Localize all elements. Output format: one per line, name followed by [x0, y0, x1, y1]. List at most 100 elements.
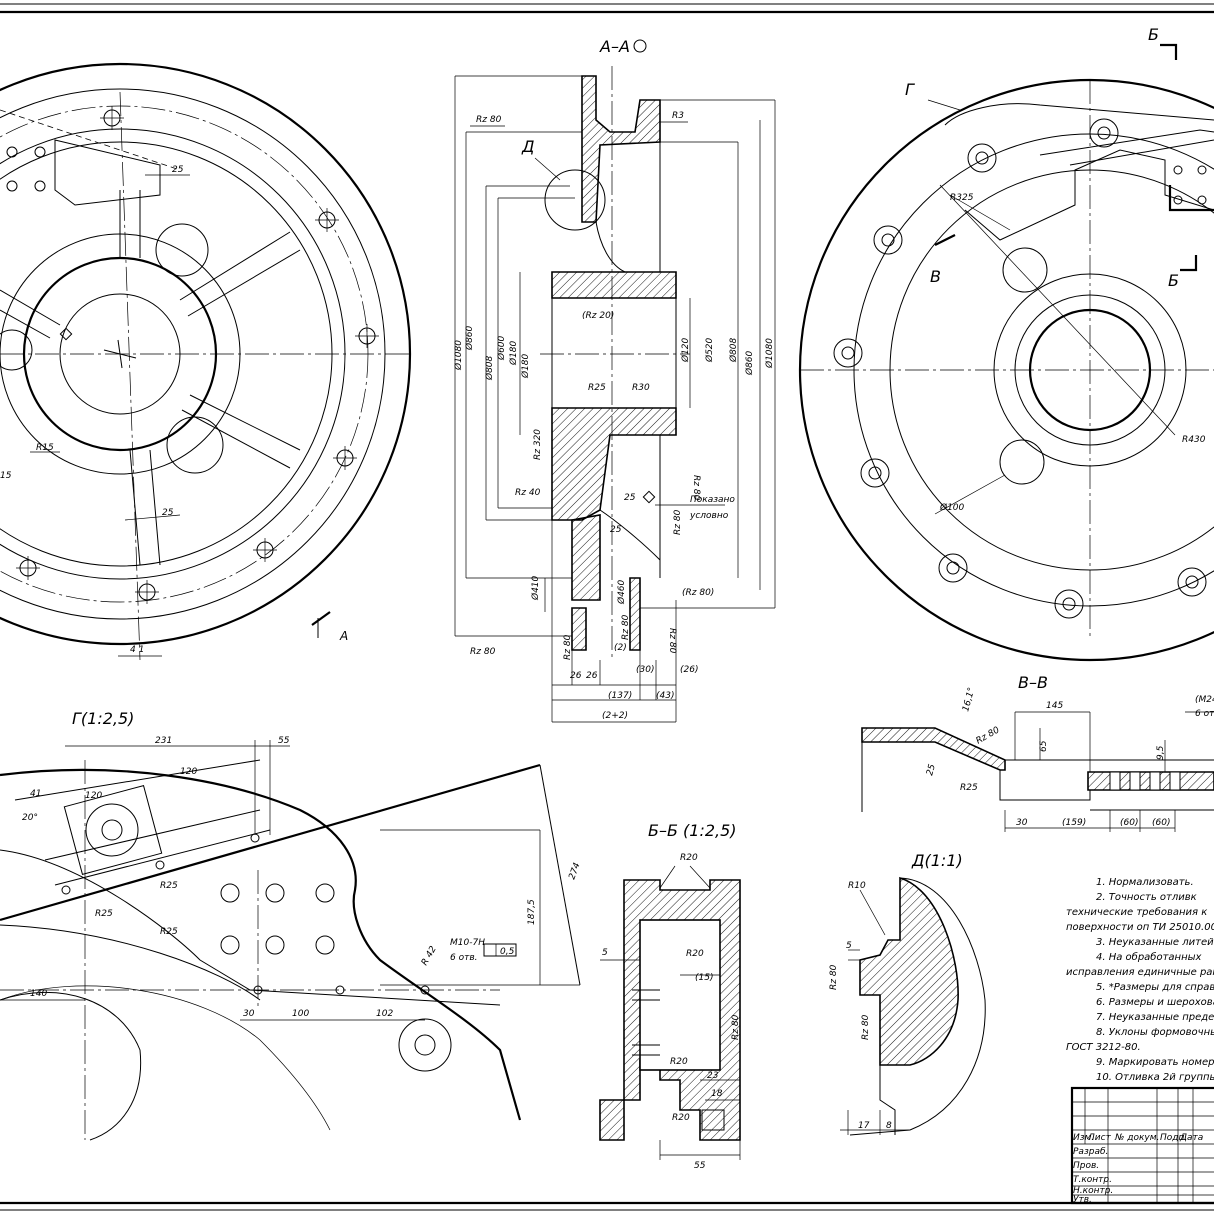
dim-text: 30	[1016, 818, 1028, 828]
dim-text: R25	[960, 783, 978, 793]
sheet-frame	[0, 3, 1214, 1211]
section-marker-a: А	[339, 629, 348, 643]
view-title-bb: Б–Б (1:2,5)	[648, 821, 737, 840]
dim-text: Ø860	[744, 350, 755, 376]
tb-row: Т.контр.	[1073, 1175, 1112, 1185]
dim-text: 120	[180, 767, 197, 777]
dim-text: 0,5	[500, 947, 515, 957]
tb-header: Дата	[1179, 1133, 1203, 1143]
note-line: ГОСТ 3212-80.	[1066, 1042, 1141, 1053]
dim-text: 26	[570, 671, 582, 681]
dim-text: R20	[672, 1113, 690, 1123]
dim-text: Rz 80	[476, 115, 502, 125]
dim-text: 17	[858, 1121, 870, 1131]
dim-text: R3	[672, 111, 684, 121]
dim-text: 25	[162, 508, 174, 518]
dim-text: (2+2)	[602, 711, 628, 721]
dim-text: Ø1080	[453, 340, 464, 371]
view-marker-g: Г	[905, 80, 915, 99]
dim-text: (Rz 20)	[582, 311, 614, 321]
dim-text: 187,5	[527, 899, 537, 925]
dim-text: 41	[30, 789, 41, 799]
dim-text: (60)	[1120, 818, 1138, 828]
right-view	[798, 43, 1214, 662]
dim-text: (M24-	[1195, 695, 1214, 705]
dim-text: 65	[1039, 740, 1049, 752]
dim-text: 6 отв.	[450, 953, 478, 963]
note-line: поверхности оп ТИ 25010.00.	[1066, 922, 1214, 933]
dim-text: Rz 80	[667, 628, 677, 654]
dim-text: 274	[567, 861, 582, 881]
dim-text: R20	[670, 1057, 688, 1067]
dim-text: Ø520	[704, 337, 715, 363]
note-line: технические требования к	[1066, 906, 1207, 918]
section-bb: Б–Б (1:2,5) R20 R20 R20 R20 5 (15) Rz 80…	[599, 821, 741, 1171]
right-view-labels: Б Б В Г R325 R430 Ø100	[905, 25, 1206, 515]
dim-text: Rz 80	[829, 964, 839, 990]
section-marker-v: В	[930, 267, 941, 286]
dim-text: 5	[602, 948, 608, 958]
note-line: исправления единичные рако	[1066, 967, 1214, 978]
dim-text: Rz 80	[621, 614, 631, 640]
dim-text: Rz 80	[563, 634, 573, 660]
dim-text: 231	[155, 736, 172, 746]
note-line: 4. На обработанных	[1096, 951, 1202, 963]
dim-text: 25	[925, 763, 938, 777]
dim-text: R20	[680, 853, 698, 863]
dim-text: (60)	[1152, 818, 1170, 828]
dim-text: Rz 320	[533, 429, 543, 460]
dim-text: 6 отв.	[1195, 709, 1214, 719]
dim-text: 23	[707, 1071, 719, 1081]
dim-text: R10	[848, 881, 866, 891]
dim-text: Rz 80	[731, 1014, 741, 1040]
detail-marker-d: Д	[521, 137, 535, 156]
dim-text: Rz 80	[470, 647, 496, 657]
dim-text: Показано	[690, 495, 735, 505]
dim-text: Rz 80	[673, 509, 683, 535]
dim-text: 100	[292, 1009, 309, 1019]
note-line: 7. Неуказанные предел	[1096, 1012, 1214, 1023]
dim-text: 4 1	[130, 645, 144, 655]
dim-text: (Rz 80)	[682, 588, 714, 598]
dim-text: R25	[160, 927, 178, 937]
dim-text: 120	[85, 791, 102, 801]
dim-text: Ø600	[496, 335, 507, 361]
tb-row: Пров.	[1073, 1161, 1099, 1171]
title-block: Изм. Лист № докум. Подп. Дата Разраб. Пр…	[1070, 1086, 1214, 1205]
note-line: 10. Отливка 2й группы	[1096, 1072, 1214, 1083]
dim-text: (2)	[614, 643, 627, 653]
dim-text: Ø100	[939, 502, 965, 513]
dim-text: 20°	[22, 813, 38, 823]
note-line: 9. Маркировать номер	[1096, 1057, 1214, 1068]
dim-text: R25	[160, 881, 178, 891]
dim-text: 18	[711, 1089, 723, 1099]
tb-header: № докум.	[1114, 1133, 1159, 1143]
dim-text: 145	[1046, 701, 1063, 711]
technical-notes: 1. Нормализовать. 2. Точность отливк тех…	[1066, 877, 1214, 1083]
dim-text: Rz 80	[975, 725, 1002, 746]
front-view-dims: 25 R15 25 4 1 15 А	[0, 165, 348, 657]
dim-text: (30)	[636, 665, 654, 675]
tb-row: Разраб.	[1073, 1147, 1108, 1157]
dim-text: R430	[1182, 435, 1206, 445]
dim-text: M10-7H	[450, 938, 485, 948]
dim-text: (137)	[608, 691, 632, 701]
dim-text: Rz 80	[861, 1014, 871, 1040]
dim-text: R20	[686, 949, 704, 959]
view-title-g: Г(1:2,5)	[72, 709, 134, 728]
dim-text: Ø410	[530, 575, 541, 601]
dim-text: 15	[0, 471, 12, 481]
note-line: 5. *Размеры для справ	[1096, 982, 1214, 993]
tb-row: Н.контр.	[1073, 1186, 1113, 1196]
dim-text: 55	[278, 736, 290, 746]
dim-text: R25	[95, 909, 113, 919]
dim-text: Ø120	[680, 337, 691, 363]
dim-text: Rz 40	[515, 488, 541, 498]
tb-header: Изм.	[1073, 1133, 1094, 1143]
dim-text: 140	[30, 989, 47, 999]
section-marker-b2: Б	[1168, 271, 1179, 290]
detail-d: Д(1:1) R10 5 Rz 80 Rz 80 17 8	[829, 851, 986, 1136]
section-aa: А–А	[453, 37, 776, 723]
tb-row: Утв.	[1073, 1195, 1092, 1205]
